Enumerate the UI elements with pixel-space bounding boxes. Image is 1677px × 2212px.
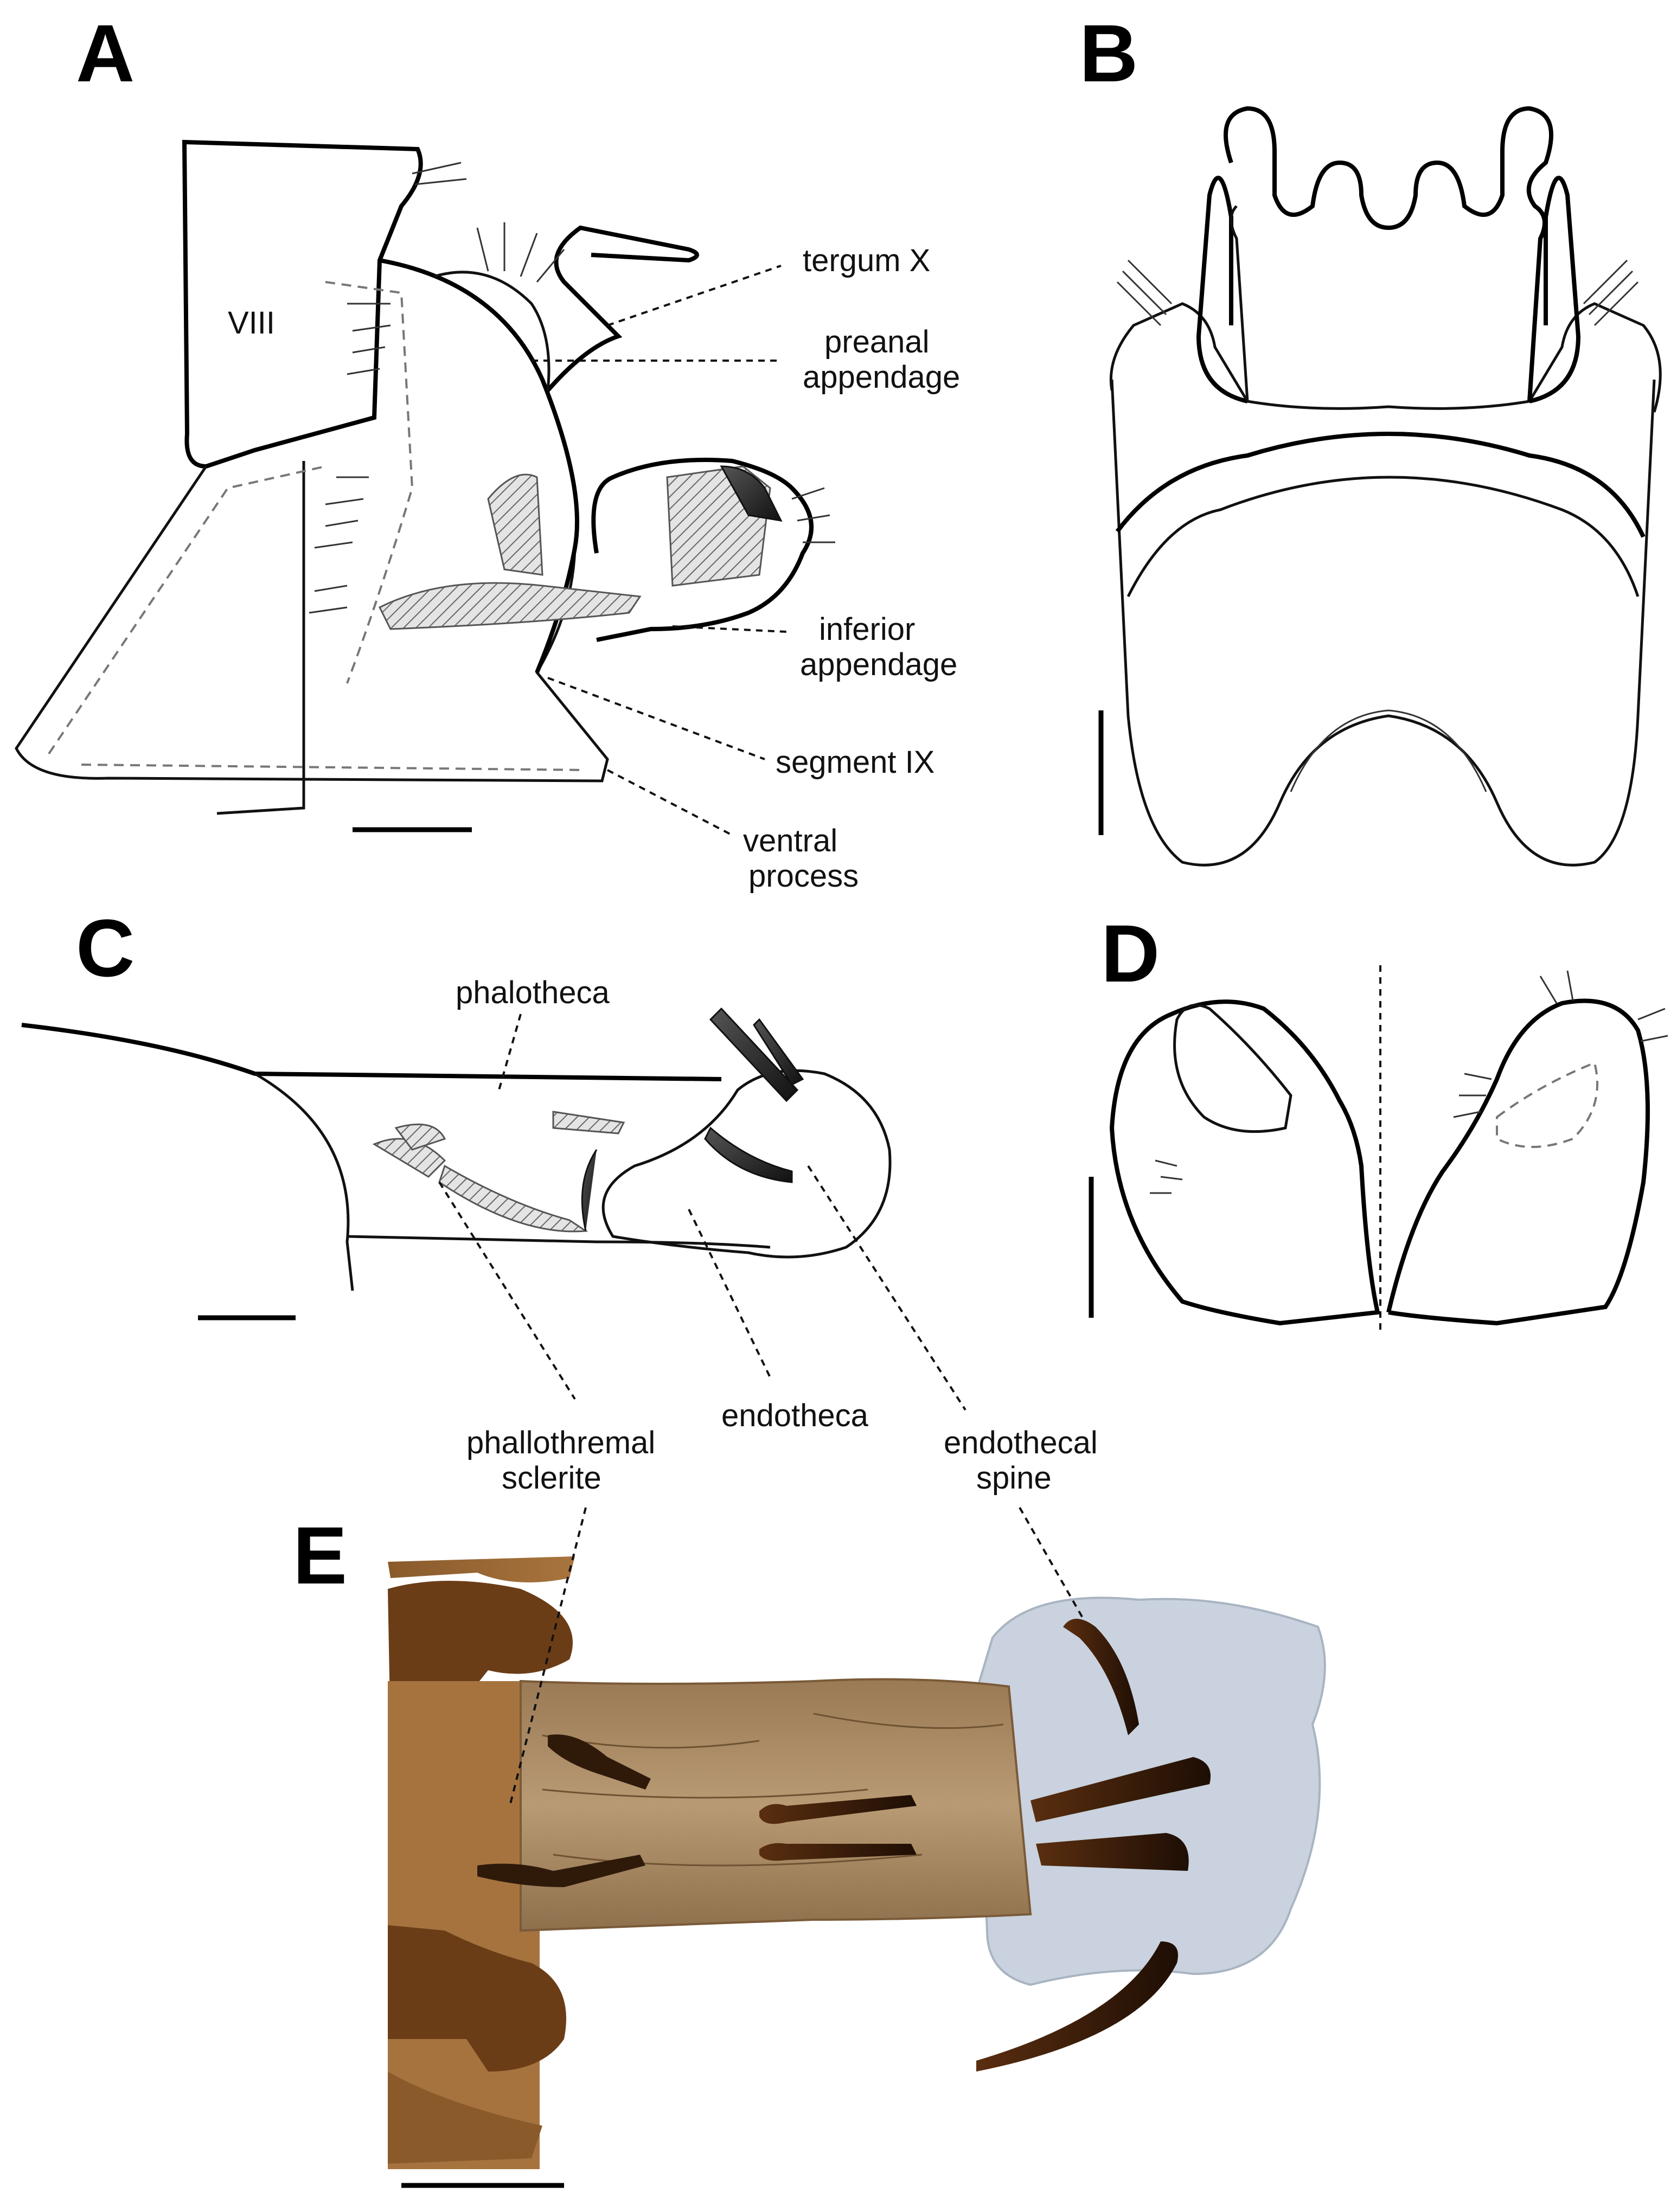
internal-dashed <box>48 465 586 771</box>
inferior-appendage-right <box>1386 998 1650 1326</box>
phallothremal-sclerite-top <box>394 1123 446 1151</box>
label-preanal-1: preanal <box>824 324 929 360</box>
leader-phalotheca <box>498 1014 522 1091</box>
panel-b-letter: B <box>1079 8 1138 99</box>
leader-endothecal <box>807 1165 966 1411</box>
photo-phallothremal-sclerite-lower <box>477 1855 645 1887</box>
phallus-hatched-upper <box>487 473 543 576</box>
phallus-dorsal-outline <box>21 1023 722 1081</box>
label-ventral-2: process <box>748 858 859 894</box>
panel-b-upper-plate <box>1109 302 1662 413</box>
panel-b: B <box>1079 8 1662 867</box>
panel-b-tergum-x <box>1224 106 1553 402</box>
leader-endothecal-photo <box>1019 1507 1086 1622</box>
phallus-base-curve <box>254 1072 354 1291</box>
tergum-x-outline <box>546 225 699 392</box>
photo-endothecal-spine-bottom <box>976 1941 1178 2072</box>
photo-lower-lobe <box>388 1925 566 2072</box>
leader-endotheca <box>688 1209 771 1378</box>
panel-d: D <box>1089 908 1668 1334</box>
leader-segment-ix <box>547 677 765 760</box>
panel-b-capsule <box>1110 379 1656 867</box>
label-phallothremal-1: phallothremal <box>466 1425 655 1460</box>
phallus-ventral-outline <box>347 1235 771 1249</box>
label-endotheca: endotheca <box>721 1398 869 1433</box>
panel-b-setae <box>1116 259 1639 326</box>
panel-d-setae <box>1150 970 1668 1194</box>
panel-e: E <box>293 1507 1326 2188</box>
inferior-appendage-outline <box>591 458 814 642</box>
leader-ventral <box>607 769 733 836</box>
phallothremal-sclerite-shaft <box>438 1164 588 1233</box>
panel-b-drawing <box>1109 106 1662 867</box>
panel-c-drawing <box>21 1007 892 1291</box>
panel-c: C phalotheca phallothremal sclerite endo… <box>21 902 1098 1496</box>
label-phallothremal-2: sclerite <box>502 1460 601 1496</box>
panel-a-drawing: VIII <box>15 139 835 815</box>
photo-top-sclerite <box>388 1556 575 1582</box>
inferior-appendage-left <box>1109 999 1380 1326</box>
panel-a-letter: A <box>76 8 135 99</box>
photo-tube-wrinkles <box>542 1713 1004 1867</box>
panel-b-dome <box>1115 432 1646 538</box>
phallus-hook-1 <box>581 1149 598 1232</box>
panel-d-letter: D <box>1101 908 1160 999</box>
segment-ix-body <box>15 465 609 783</box>
label-phalotheca: phalotheca <box>456 975 610 1010</box>
label-inferior-2: appendage <box>800 647 957 682</box>
inferior-appendage-dark <box>720 465 783 522</box>
label-preanal-2: appendage <box>803 360 960 395</box>
segment-viii-label: VIII <box>228 305 275 341</box>
leader-phallothremal-photo <box>509 1507 587 1806</box>
panel-b-inner-arch <box>1290 709 1487 792</box>
endothecal-spine-c-upper <box>709 1007 799 1102</box>
panel-d-drawing <box>1109 965 1668 1334</box>
endothecal-spine-c <box>704 1126 793 1183</box>
right-inner-dashed <box>1496 1061 1598 1148</box>
internal-dashed-2 <box>325 281 414 684</box>
photo-central-spine-lower <box>759 1843 917 1861</box>
photo-endothecal-spine-upper <box>1030 1757 1211 1822</box>
preanal-outline <box>433 271 551 391</box>
panel-e-letter: E <box>293 1510 347 1601</box>
panel-b-dome-inner <box>1126 476 1640 598</box>
photo-central-spine-upper <box>759 1795 917 1824</box>
photo-lower-tip <box>388 2072 542 2164</box>
label-inferior-1: inferior <box>819 612 915 647</box>
panel-a: A VIII <box>15 8 960 894</box>
phallothremal-sclerite-right <box>552 1111 625 1134</box>
label-endothecal-1: endothecal <box>944 1425 1098 1460</box>
photo-phallothremal-sclerite-upper <box>548 1734 651 1790</box>
leader-inferior <box>672 625 787 633</box>
left-inner-pocket <box>1173 1003 1292 1133</box>
panel-b-right-lobe <box>1529 176 1581 403</box>
panel-c-letter: C <box>76 902 135 993</box>
segment-viii-sternite <box>216 461 305 815</box>
label-segment-ix: segment IX <box>776 745 934 780</box>
label-ventral-1: ventral <box>743 823 837 858</box>
photo-endothecal-spine-lower <box>1036 1833 1189 1871</box>
label-endothecal-2: spine <box>976 1460 1052 1496</box>
endothecal-spine-c-upper-2 <box>753 1018 804 1086</box>
panel-b-left-inner <box>1230 205 1249 402</box>
setae <box>309 162 835 614</box>
panel-e-photo <box>388 1556 1326 2169</box>
photo-endothecal-spine-top <box>1063 1619 1139 1735</box>
panel-b-left-lobe <box>1196 176 1248 403</box>
endotheca-membrane <box>601 1069 892 1259</box>
leader-tergum-x <box>607 265 782 326</box>
phallus-hatched <box>378 582 642 630</box>
label-tergum-x: tergum X <box>803 243 930 278</box>
